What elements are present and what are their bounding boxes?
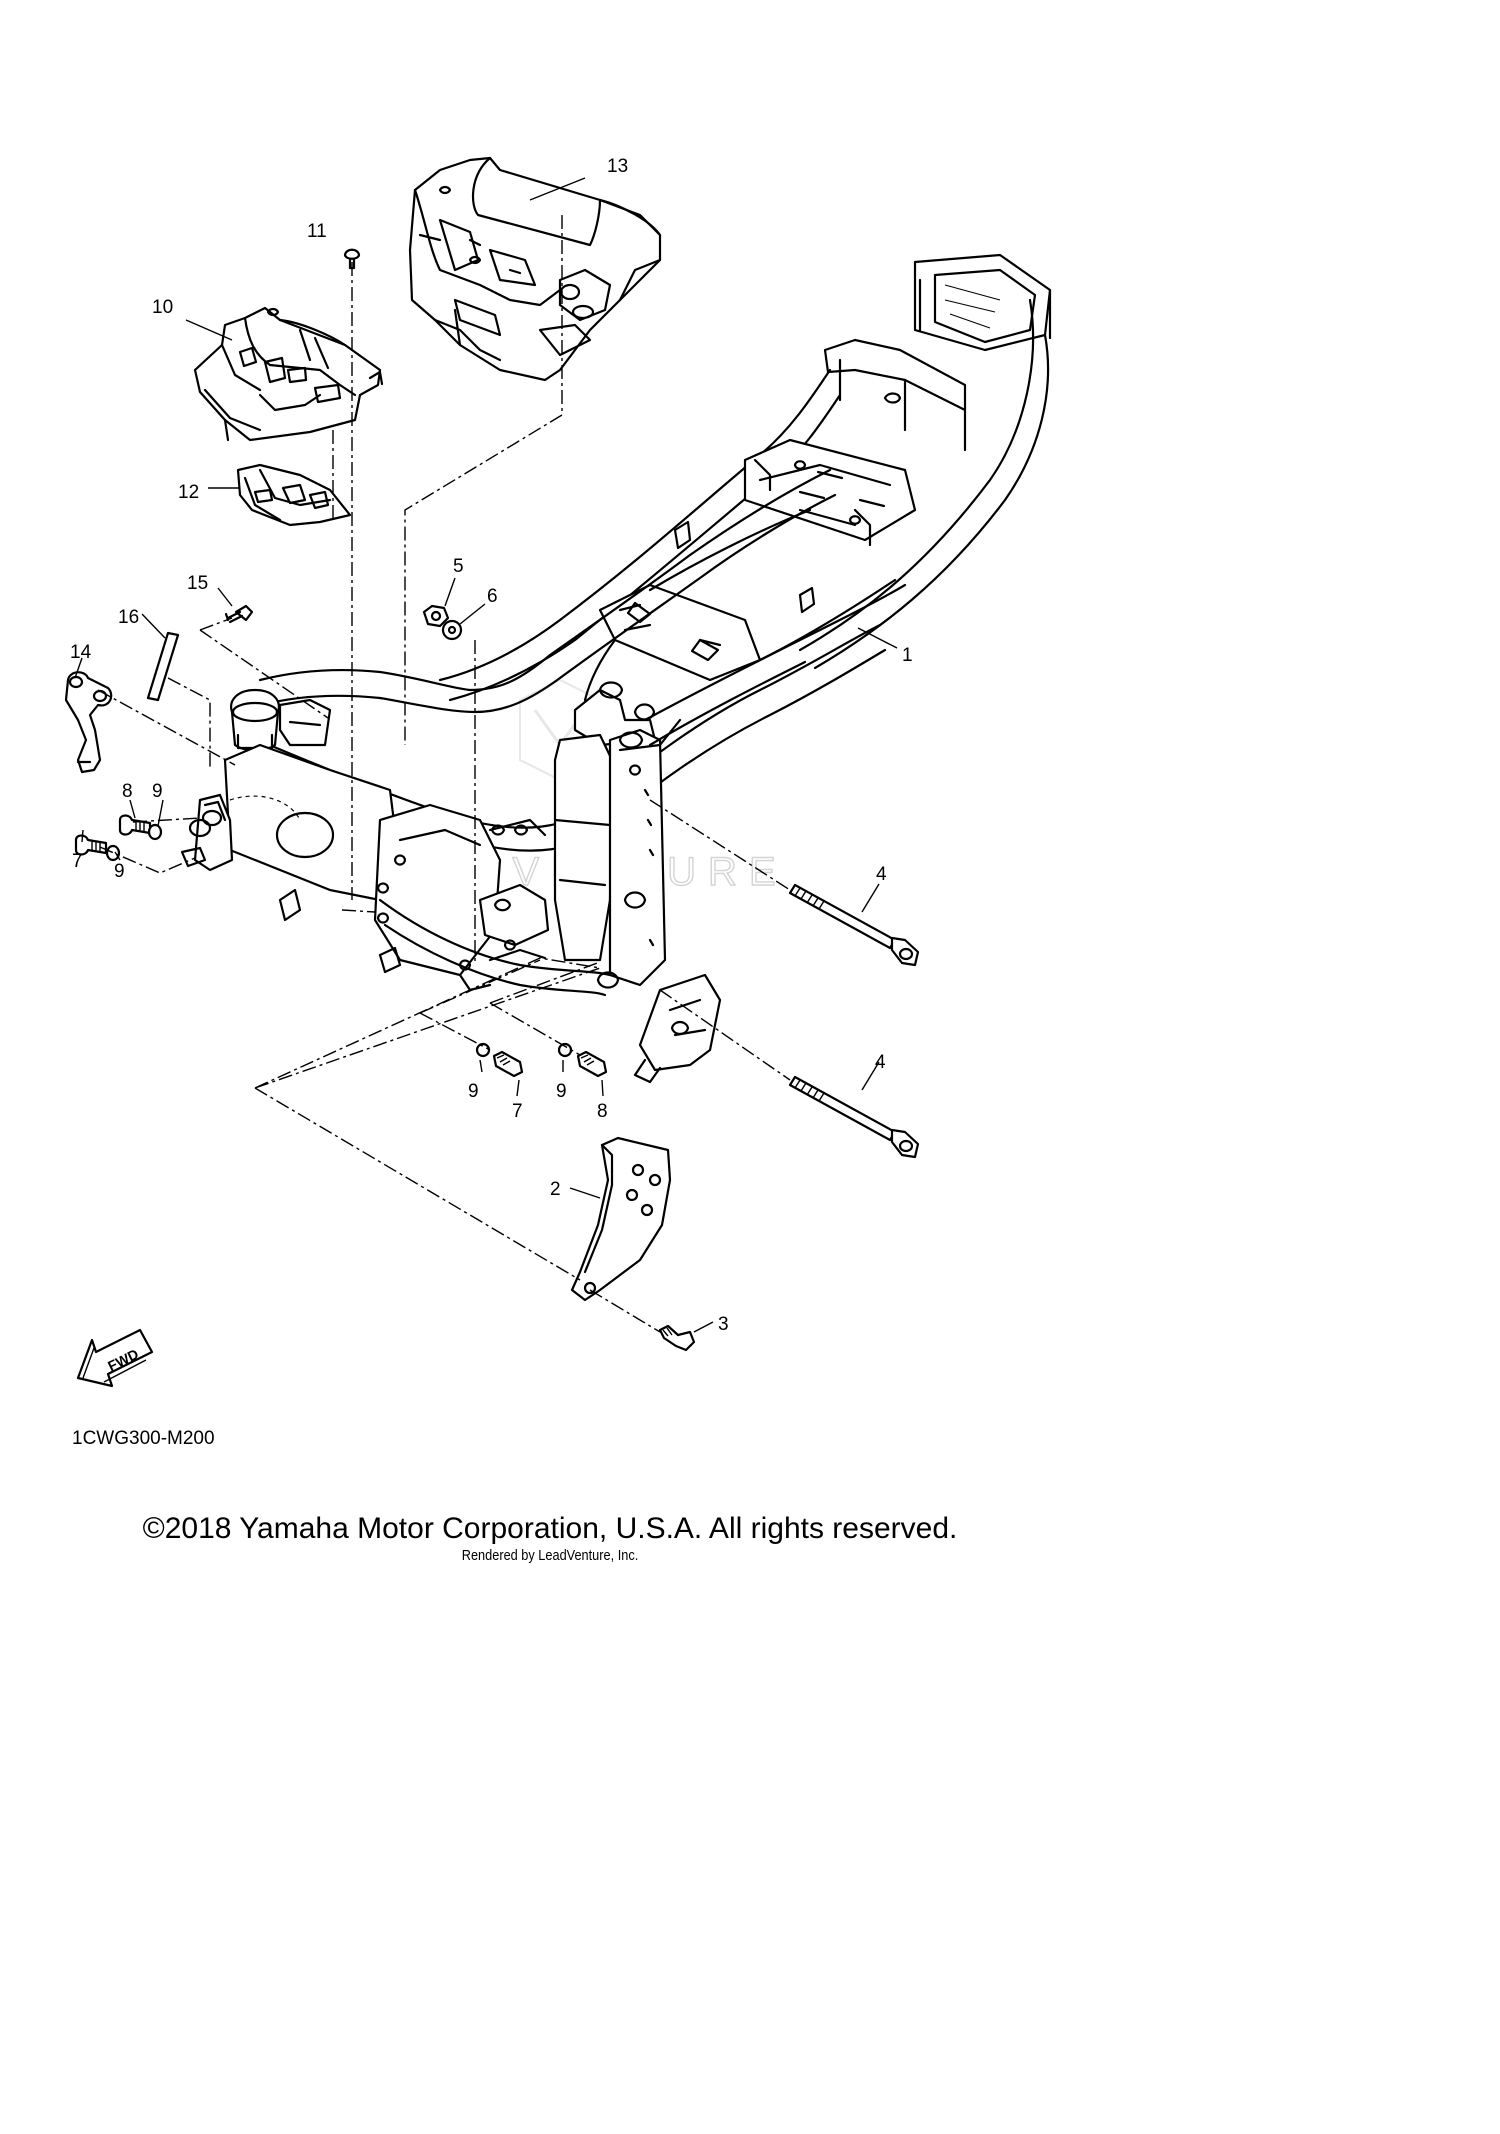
part-12-bracket — [236, 463, 352, 527]
callout-8-lower: 8 — [597, 1101, 608, 1122]
part-14-bracket — [64, 671, 113, 774]
callout-4-upper: 4 — [876, 864, 887, 885]
part-9-washer-left-lower — [105, 844, 121, 862]
frame-parts-diagram: LEADVENTURE — [64, 156, 1052, 1449]
callouts: 13 11 10 12 15 16 14 5 6 1 8 9 7 9 4 4 9… — [70, 156, 913, 1335]
part-16-strip — [146, 631, 180, 702]
callout-6: 6 — [487, 586, 498, 607]
callout-1: 1 — [902, 645, 913, 666]
part-8-bolt-lower — [576, 1050, 608, 1078]
part-3-bolt — [658, 1324, 696, 1352]
callout-8-left: 8 — [122, 781, 133, 802]
part-15-screw — [224, 604, 254, 624]
callout-15: 15 — [187, 573, 208, 594]
copyright-notice: ©2018 Yamaha Motor Corporation, U.S.A. A… — [142, 1512, 958, 1545]
callout-9-lower-left: 9 — [468, 1081, 479, 1102]
callout-5: 5 — [453, 556, 464, 577]
leader-lines — [74, 177, 898, 1333]
main-frame — [180, 253, 1052, 1084]
part-6-washer — [441, 619, 463, 641]
callout-4-lower: 4 — [875, 1052, 886, 1073]
callout-14: 14 — [70, 642, 92, 663]
callout-7-lower: 7 — [512, 1101, 523, 1122]
part-10-cover — [193, 306, 384, 442]
callout-9-left-lower: 9 — [114, 861, 125, 882]
rendered-by-notice: Rendered by LeadVenture, Inc. — [461, 1547, 639, 1564]
part-2-plate — [570, 1136, 672, 1302]
part-9-washer-left-upper — [147, 823, 163, 841]
callout-13: 13 — [607, 156, 628, 177]
callout-9-left-upper: 9 — [152, 781, 163, 802]
part-7-bolt-lower — [492, 1050, 524, 1078]
callout-16: 16 — [118, 607, 139, 628]
fwd-arrow-icon: FWD — [76, 1328, 154, 1388]
part-9-washer-lower-left — [475, 1042, 491, 1058]
callout-7-left: 7 — [72, 851, 83, 872]
callout-3: 3 — [718, 1314, 729, 1335]
callout-10: 10 — [152, 297, 173, 318]
callout-12: 12 — [178, 482, 199, 503]
callout-11: 11 — [307, 221, 327, 242]
callout-2: 2 — [550, 1179, 561, 1200]
part-13-cover — [408, 156, 662, 382]
part-11-rivet — [343, 248, 361, 270]
assembly-lines — [97, 215, 791, 1333]
callout-9-lower-right: 9 — [556, 1081, 567, 1102]
part-4-bolt-lower — [788, 1075, 920, 1159]
part-8-bolt-left — [118, 814, 152, 836]
part-5-nut — [422, 604, 450, 628]
part-4-bolt-upper — [788, 883, 920, 967]
diagram-code: 1CWG300-M200 — [72, 1428, 215, 1449]
